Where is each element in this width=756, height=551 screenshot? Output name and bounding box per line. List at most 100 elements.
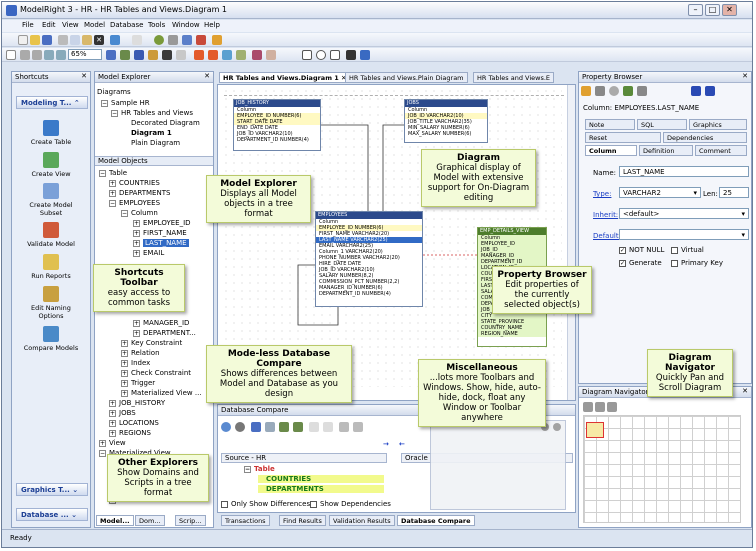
close-icon[interactable]: ✕: [204, 72, 210, 80]
erd-job-history[interactable]: JOB_HISTORY Column EMPLOYEE_ID NUMBER(6)…: [233, 99, 321, 151]
menu-help[interactable]: Help: [204, 21, 220, 29]
zoom-in-icon[interactable]: [32, 50, 42, 60]
erd-employees[interactable]: EMPLOYEES Column EMPLOYEE_ID NUMBER(6) F…: [315, 211, 423, 307]
zoom-out-icon[interactable]: [20, 50, 30, 60]
text-tool-icon[interactable]: [252, 50, 262, 60]
apply-icon[interactable]: [623, 86, 633, 96]
delete-icon[interactable]: [595, 86, 605, 96]
options-icon[interactable]: [265, 422, 275, 432]
tree-item[interactable]: +FIRST_NAME: [133, 229, 187, 237]
tab-note[interactable]: Note: [585, 119, 635, 130]
create-view-shortcut[interactable]: Create View: [20, 152, 82, 178]
tab-database-compare[interactable]: Database Compare: [397, 515, 475, 526]
tab-reset[interactable]: Reset: [585, 132, 661, 143]
virtual-checkbox[interactable]: Virtual: [671, 246, 704, 254]
undo-icon[interactable]: [110, 35, 120, 45]
menu-file[interactable]: File: [22, 21, 34, 29]
delete-icon[interactable]: [339, 422, 349, 432]
arrow-left-icon[interactable]: ←: [399, 440, 405, 448]
note-icon[interactable]: [148, 50, 158, 60]
tree-item[interactable]: +Check Constraint: [121, 369, 192, 377]
tab-plain-diagram[interactable]: HR Tables and Views.Plain Diagram: [345, 72, 468, 83]
zoom-combo[interactable]: 65%: [68, 49, 102, 60]
layout-icon[interactable]: [106, 50, 116, 60]
type-label[interactable]: Type:: [593, 190, 612, 198]
zoom-out-icon[interactable]: [595, 402, 605, 412]
tab-find-results[interactable]: Find Results: [279, 515, 326, 526]
menu-database[interactable]: Database: [110, 21, 144, 29]
tab-sql[interactable]: SQL: [637, 119, 687, 130]
table-tool-icon[interactable]: [194, 50, 204, 60]
filter-icon[interactable]: [353, 422, 363, 432]
add-icon[interactable]: [581, 86, 591, 96]
tree-item[interactable]: +DEPARTMENTS: [109, 189, 171, 197]
gear-icon[interactable]: [168, 35, 178, 45]
close-icon[interactable]: ✕: [742, 387, 748, 395]
tree-item[interactable]: −Column: [121, 209, 158, 217]
inherit-select[interactable]: <default>▾: [619, 208, 749, 219]
tab-validation[interactable]: Validation Results: [329, 515, 395, 526]
tree-item[interactable]: +Relation: [121, 349, 160, 357]
ellipse-tool-icon[interactable]: [316, 50, 326, 60]
open-icon[interactable]: [30, 35, 40, 45]
zoom-in-icon[interactable]: [583, 402, 593, 412]
down-icon[interactable]: [293, 422, 303, 432]
new-icon[interactable]: [18, 35, 28, 45]
redo-icon[interactable]: [132, 35, 142, 45]
stop-icon[interactable]: [235, 422, 245, 432]
font-icon[interactable]: [162, 50, 172, 60]
grid-icon[interactable]: [176, 50, 186, 60]
arrow-right-icon[interactable]: →: [383, 440, 389, 448]
len-field[interactable]: 25: [719, 187, 749, 198]
menu-model[interactable]: Model: [84, 21, 106, 29]
database-tools-group[interactable]: Database ... ⌄: [16, 508, 88, 521]
compare-row[interactable]: COUNTRIES: [258, 475, 384, 483]
save-icon[interactable]: [251, 422, 261, 432]
floating-window[interactable]: [430, 420, 566, 510]
validate-shortcut[interactable]: Validate Model: [20, 222, 82, 248]
view-tool-icon[interactable]: [208, 50, 218, 60]
entity-column-selected[interactable]: LAST_NAME VARCHAR2(25): [316, 237, 422, 243]
paste-icon[interactable]: [82, 35, 92, 45]
rectangle-tool-icon[interactable]: [302, 50, 312, 60]
not-null-checkbox[interactable]: ✓NOT NULL: [619, 246, 665, 254]
save-icon[interactable]: [42, 35, 52, 45]
tab-model[interactable]: Model...: [96, 515, 134, 526]
tree-item[interactable]: Plain Diagram: [131, 139, 181, 147]
tab-dependencies[interactable]: Dependencies: [663, 132, 747, 143]
line-tool-icon[interactable]: [346, 50, 356, 60]
tree-item[interactable]: +Index: [121, 359, 151, 367]
tree-item[interactable]: +Trigger: [121, 379, 156, 387]
pointer-icon[interactable]: [6, 50, 16, 60]
refresh-icon[interactable]: [553, 423, 561, 431]
validate-icon[interactable]: [196, 35, 206, 45]
tree-item[interactable]: −Materialized View: [99, 449, 171, 457]
minimize-button[interactable]: –: [688, 4, 703, 16]
default-label[interactable]: Default:: [593, 232, 621, 240]
relation-tool-icon[interactable]: [222, 50, 232, 60]
vertical-scrollbar[interactable]: [567, 85, 575, 400]
navigator-overview[interactable]: [583, 415, 741, 523]
compare-row[interactable]: DEPARTMENTS: [258, 485, 384, 493]
report-icon[interactable]: [182, 35, 192, 45]
close-button[interactable]: ✕: [722, 4, 737, 16]
modeling-tools-group[interactable]: Modeling T... ⌃: [16, 96, 88, 109]
refresh-icon[interactable]: [221, 422, 231, 432]
tab-definition[interactable]: Definition: [639, 145, 693, 156]
compare-shortcut[interactable]: Compare Models: [20, 326, 82, 352]
tree-item[interactable]: +JOB_HISTORY: [109, 399, 166, 407]
tree-item[interactable]: +MANAGER_ID: [133, 319, 190, 327]
tree-item[interactable]: +View: [99, 439, 126, 447]
show-dependencies-checkbox[interactable]: Show Dependencies: [310, 500, 391, 508]
tree-item[interactable]: −HR Tables and Views: [111, 109, 193, 117]
default-select[interactable]: ▾: [619, 229, 749, 240]
menu-window[interactable]: Window: [172, 21, 200, 29]
tree-item[interactable]: +LOCATIONS: [109, 419, 159, 427]
type-select[interactable]: VARCHAR2▾: [619, 187, 701, 198]
copy-icon[interactable]: [70, 35, 80, 45]
tree-item[interactable]: +COUNTRIES: [109, 179, 160, 187]
cut-icon[interactable]: [58, 35, 68, 45]
compare-icon[interactable]: [154, 35, 164, 45]
tree-item[interactable]: −EMPLOYEES: [109, 199, 161, 207]
tree-item[interactable]: +Materialized View ...: [121, 389, 202, 397]
